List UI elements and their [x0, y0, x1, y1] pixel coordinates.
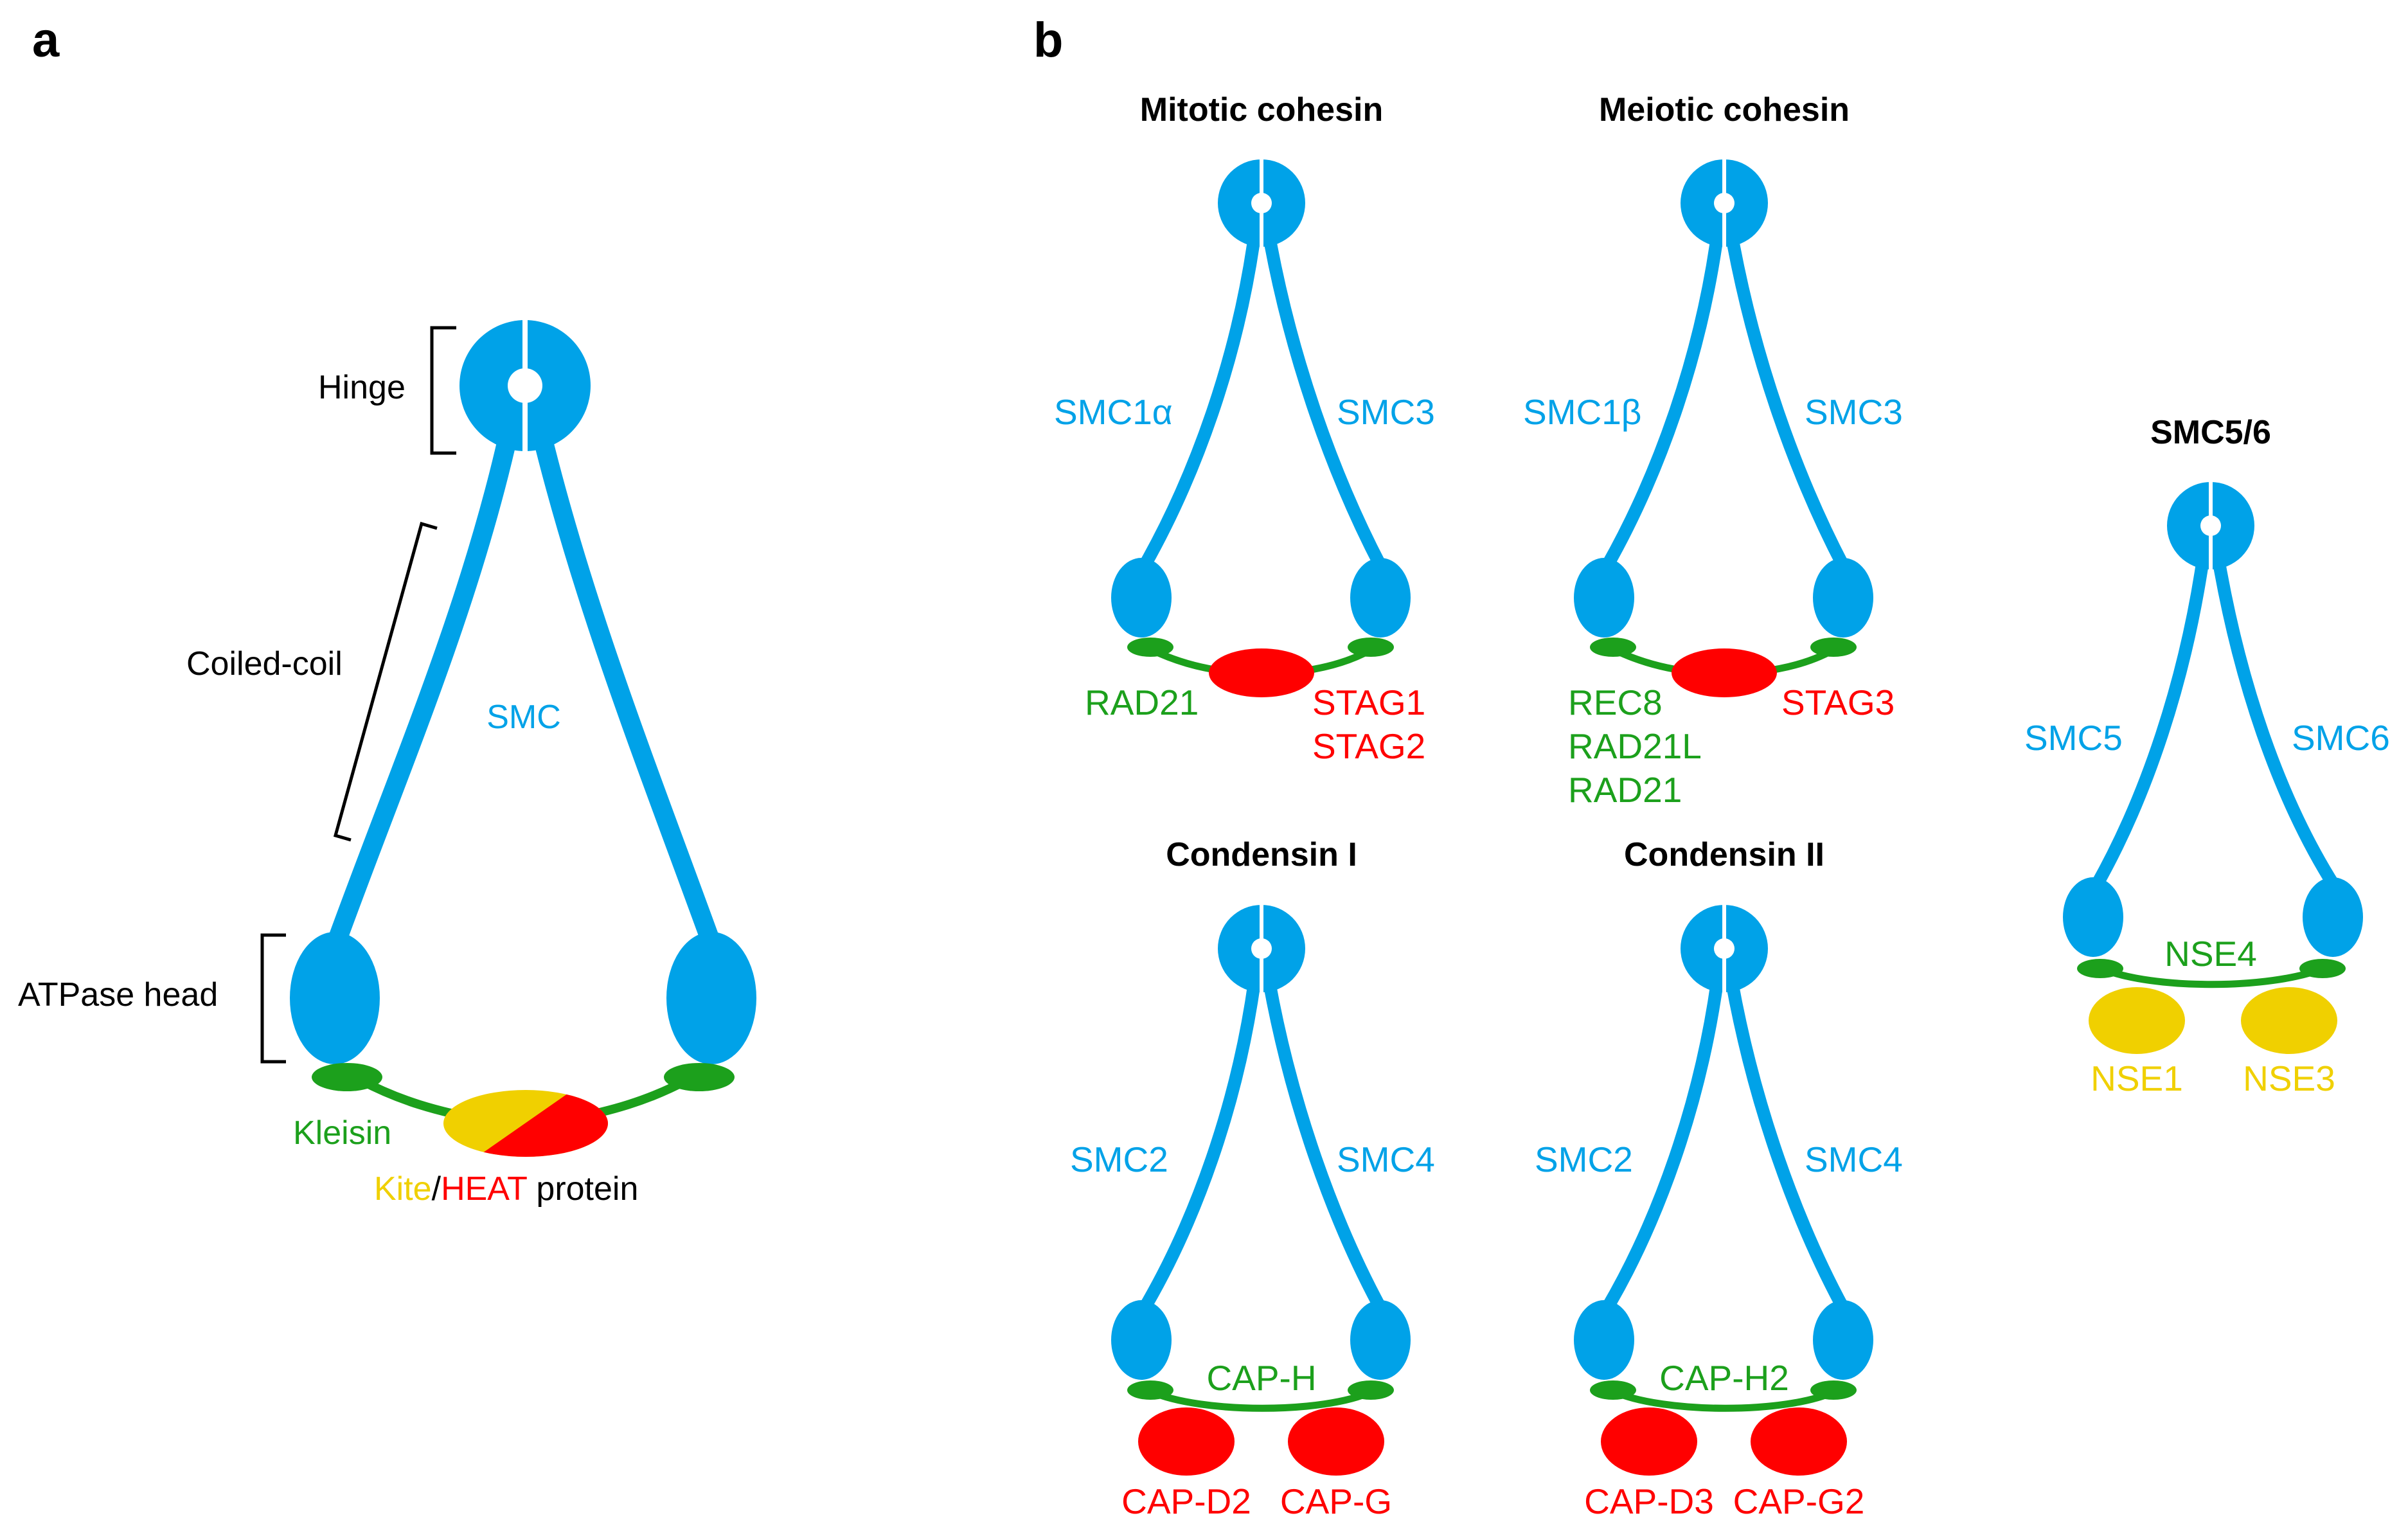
kleisin-end-right: [664, 1063, 735, 1091]
smc5-6-kite-left-label: NSE1: [2091, 1058, 2183, 1098]
mitotic-heat-0: STAG1: [1312, 683, 1425, 722]
condensin-1-smc-left-label: SMC2: [1070, 1139, 1168, 1179]
meiotic-kleisin-2: RAD21: [1568, 770, 1682, 810]
coiled-coil-bracket: [333, 521, 438, 842]
panel-a: a Hinge Coiled-coil: [18, 13, 756, 1208]
meiotic-kleisin-0: REC8: [1568, 683, 1663, 722]
mitotic-kleisin-0: RAD21: [1085, 683, 1199, 722]
panel-b: b Mitotic cohesin SMC1α SMC3 RAD21 STAG1…: [1033, 13, 2390, 1521]
condensin-1-hinge: [1218, 904, 1305, 994]
hinge-bracket: [430, 326, 456, 455]
condensin-2-head-left: [1574, 1300, 1634, 1380]
condensin-1: Condensin I SMC2 SMC4 CAP-H CAP-D2 CAP-G: [1070, 836, 1435, 1521]
kleisin-label: Kleisin: [293, 1114, 391, 1152]
mitotic-stag: [1209, 648, 1314, 697]
hinge-label: Hinge: [318, 369, 406, 406]
mitotic-heat-1: STAG2: [1312, 726, 1425, 766]
condensin-1-kleisin-label: CAP-H: [1206, 1358, 1316, 1398]
meiotic-head-right: [1813, 558, 1873, 638]
mitotic-smc-left-label: SMC1α: [1054, 392, 1173, 432]
condensin-2-head-right: [1813, 1300, 1873, 1380]
condensin-2-hinge: [1681, 904, 1768, 994]
hinge-domain: [459, 319, 591, 452]
atpase-head-label: ATPase head: [18, 976, 218, 1014]
mitotic-smc-right-label: SMC3: [1337, 392, 1435, 432]
condensin-2-heat-right-label: CAP-G2: [1733, 1481, 1865, 1521]
smc5-6: SMC5/6 SMC5 SMC6 NSE4 NSE1 NSE3: [2024, 414, 2390, 1098]
smc5-6-kite-right: [2241, 987, 2337, 1054]
smc5-6-head-right: [2303, 877, 2363, 957]
kite-word: Kite: [374, 1170, 432, 1208]
mitotic-cohesin-title: Mitotic cohesin: [1140, 91, 1383, 129]
condensin-1-heat-left: [1138, 1407, 1235, 1476]
condensin-1-smc-right-label: SMC4: [1337, 1139, 1435, 1179]
meiotic-smc-left-label: SMC1β: [1523, 392, 1641, 432]
condensin-1-head-left: [1111, 1300, 1172, 1380]
mitotic-head-right: [1350, 558, 1411, 638]
meiotic-smc-right-label: SMC3: [1805, 392, 1903, 432]
smc5-6-kleisin-label: NSE4: [2164, 934, 2257, 974]
protein-word: protein: [527, 1170, 638, 1208]
smc5-6-hinge: [2167, 481, 2254, 571]
smc5-6-smc-right-label: SMC6: [2292, 718, 2390, 758]
condensin-2-heat-left: [1601, 1407, 1697, 1476]
condensin-1-heat-left-label: CAP-D2: [1121, 1481, 1251, 1521]
heat-word: HEAT: [441, 1170, 527, 1208]
condensin-2: Condensin II SMC2 SMC4 CAP-H2 CAP-D3 CAP…: [1535, 836, 1903, 1521]
coiled-coil-label: Coiled-coil: [186, 645, 343, 683]
condensin-2-smc-left-label: SMC2: [1535, 1139, 1633, 1179]
condensin-2-kleisin-label: CAP-H2: [1659, 1358, 1789, 1398]
kite-heat-protein: [443, 1090, 608, 1157]
mitotic-cohesin: Mitotic cohesin SMC1α SMC3 RAD21 STAG1 S…: [1054, 91, 1435, 766]
smc5-6-kite-left: [2089, 987, 2185, 1054]
meiotic-kleisin-1: RAD21L: [1568, 726, 1702, 766]
panel-a-letter: a: [32, 13, 60, 67]
condensin-2-heat-right: [1751, 1407, 1847, 1476]
panel-b-letter: b: [1033, 13, 1063, 67]
atpase-head-right: [666, 932, 756, 1064]
mitotic-hinge: [1218, 158, 1305, 248]
condensin-1-heat-right: [1288, 1407, 1384, 1476]
condensin-1-title: Condensin I: [1166, 836, 1357, 873]
meiotic-head-left: [1574, 558, 1634, 638]
meiotic-heat-0: STAG3: [1781, 683, 1895, 722]
condensin-1-head-right: [1350, 1300, 1411, 1380]
meiotic-stag: [1672, 648, 1777, 697]
meiotic-cohesin: Meiotic cohesin SMC1β SMC3 REC8 RAD21L R…: [1523, 91, 1903, 810]
meiotic-cohesin-title: Meiotic cohesin: [1599, 91, 1850, 129]
mitotic-head-left: [1111, 558, 1172, 638]
condensin-2-heat-left-label: CAP-D3: [1584, 1481, 1714, 1521]
smc-label: SMC: [486, 699, 561, 736]
condensin-2-smc-right-label: SMC4: [1805, 1139, 1903, 1179]
meiotic-hinge: [1681, 158, 1768, 248]
slash: /: [432, 1170, 441, 1208]
condensin-1-heat-right-label: CAP-G: [1280, 1481, 1392, 1521]
smc-arm-left: [326, 422, 519, 954]
kleisin-end-left: [312, 1063, 382, 1091]
condensin-2-title: Condensin II: [1624, 836, 1824, 873]
smc5-6-title: SMC5/6: [2150, 414, 2271, 451]
atpase-head-left: [290, 932, 380, 1064]
kite-heat-protein-label: Kite/HEAT protein: [374, 1170, 638, 1208]
smc5-6-kite-right-label: NSE3: [2243, 1058, 2335, 1098]
smc5-6-head-left: [2063, 877, 2123, 957]
smc5-6-smc-left-label: SMC5: [2024, 718, 2123, 758]
atpase-bracket: [260, 933, 286, 1064]
smc-arm-right: [531, 422, 722, 954]
